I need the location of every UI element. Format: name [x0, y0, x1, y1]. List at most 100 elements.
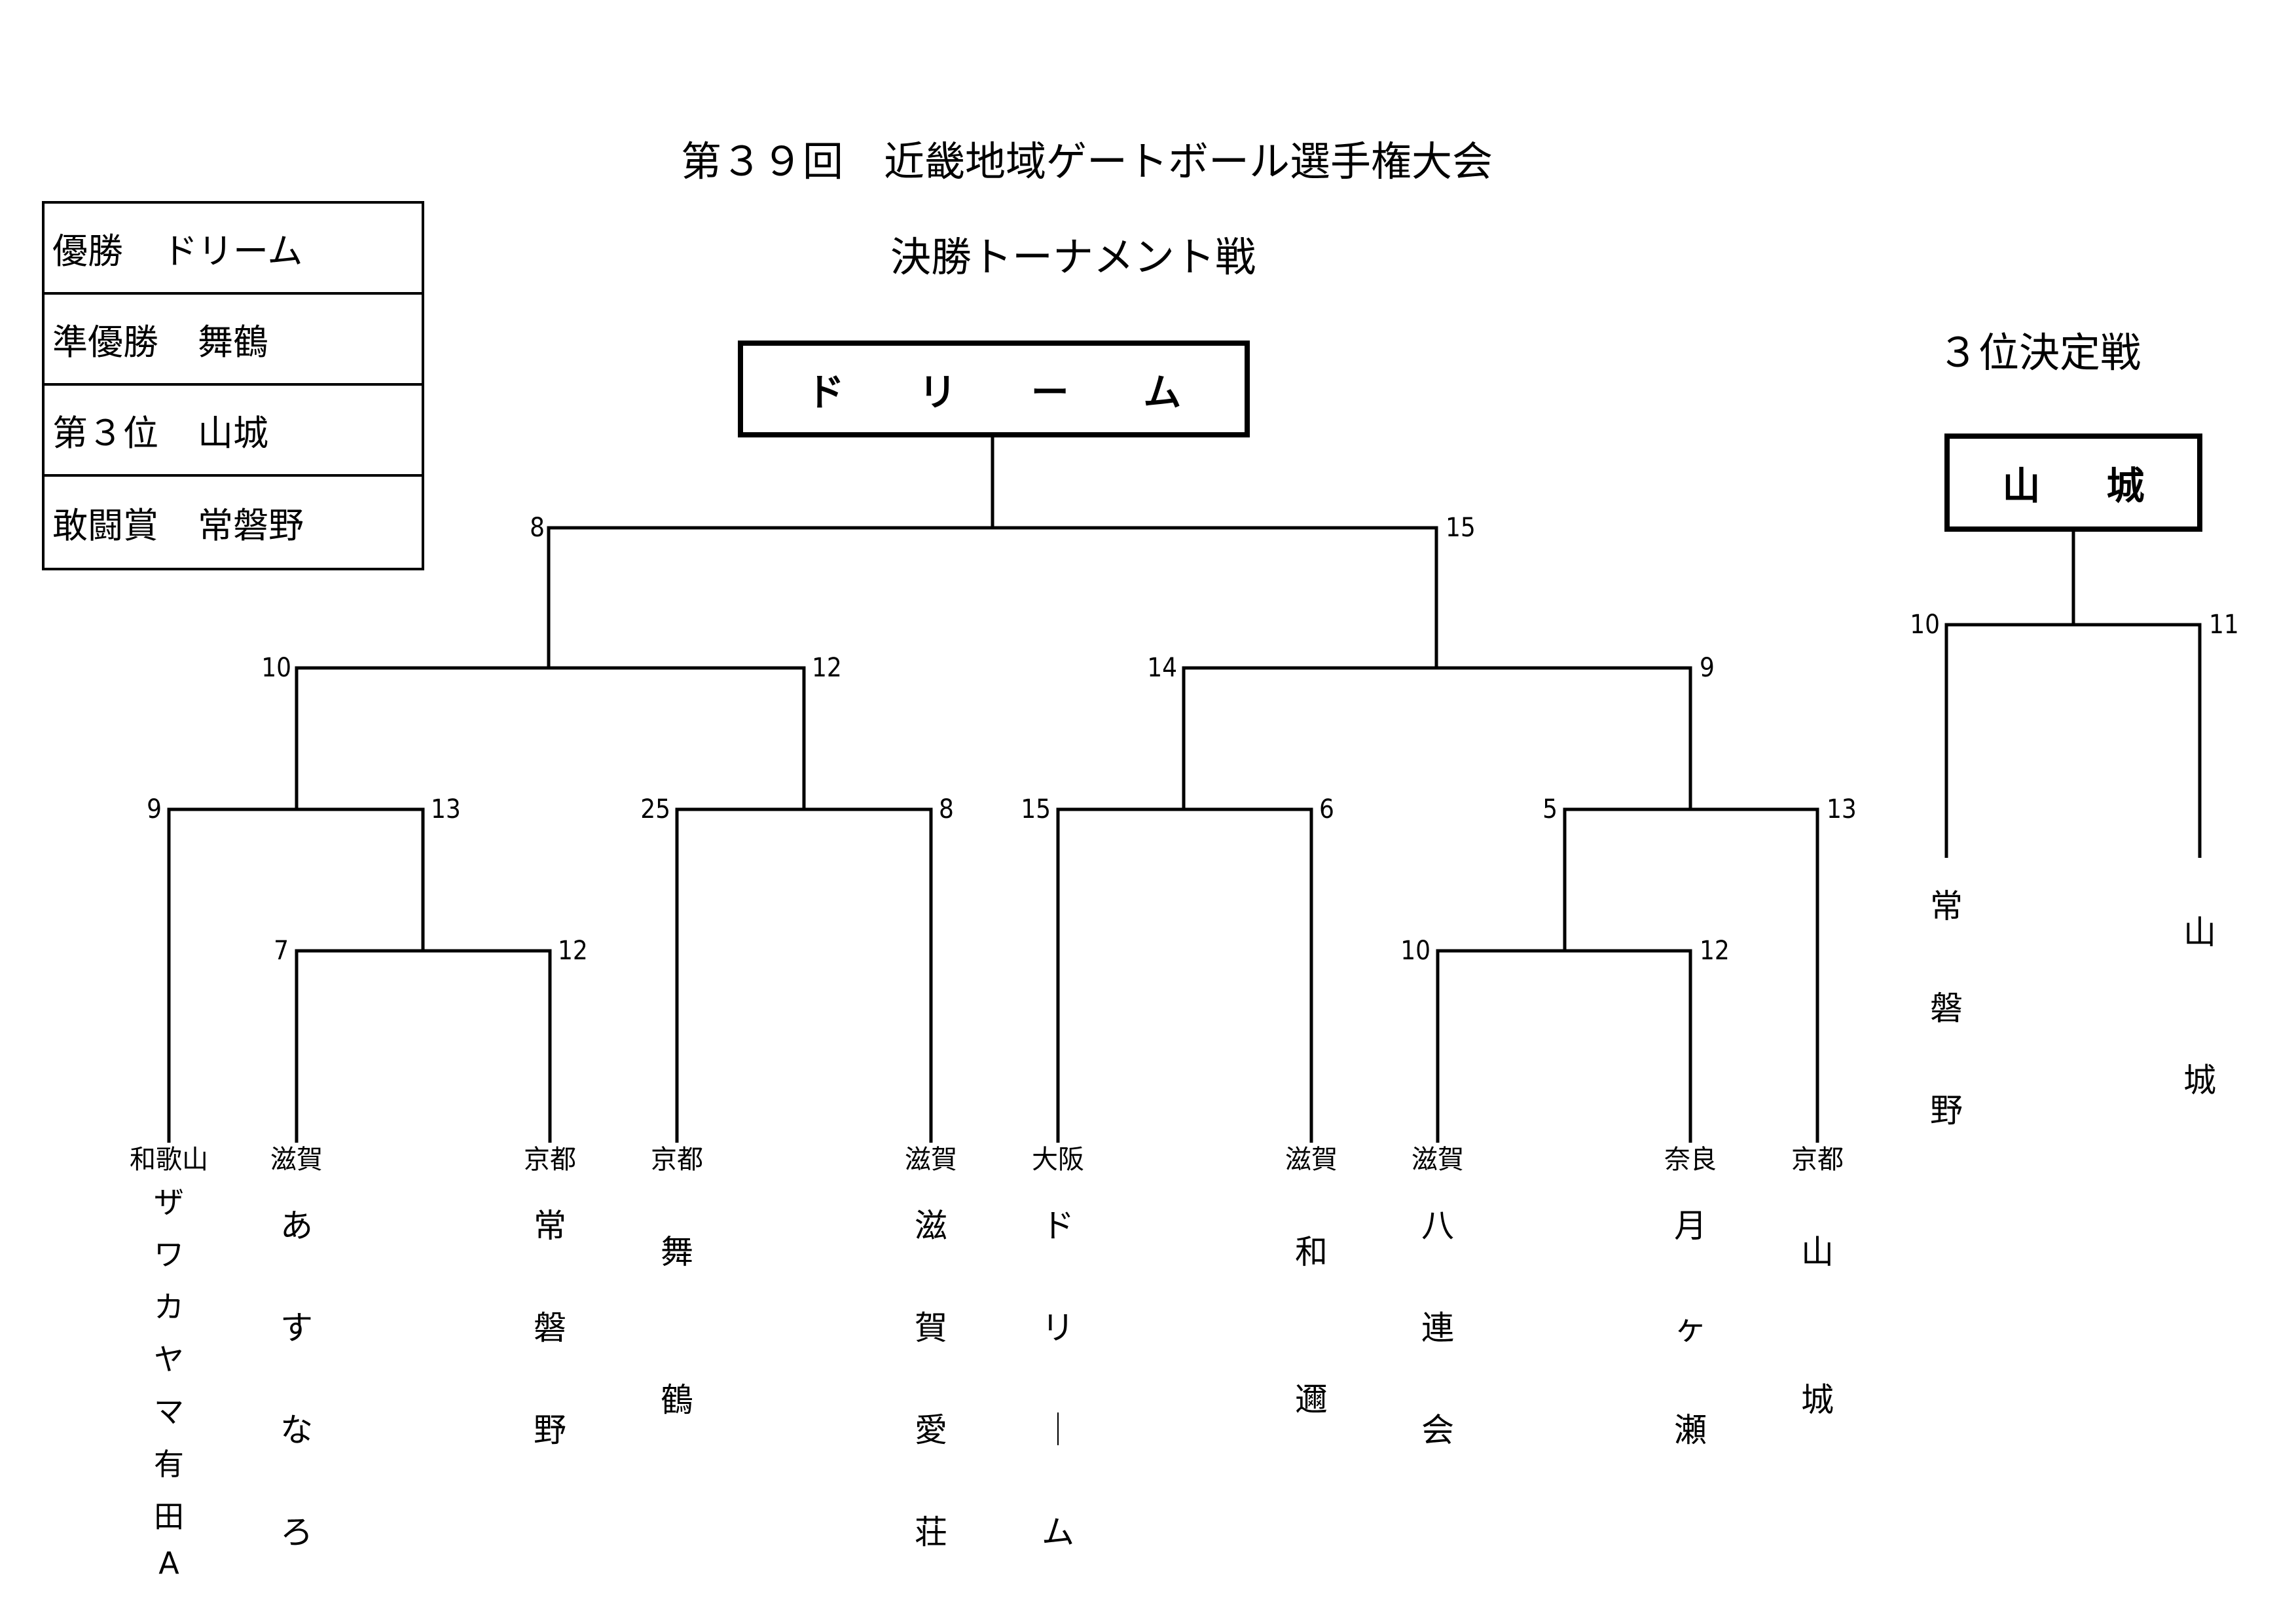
score-qf3-left: 15: [1021, 794, 1051, 824]
team-char: ム: [1042, 1513, 1074, 1551]
result-team: 山城: [198, 413, 268, 454]
tournament-title: 第３９回 近畿地域ゲートボール選手権大会: [681, 138, 1493, 185]
team-char: 田: [154, 1499, 184, 1534]
team-name: 月 ヶ 瀬: [1674, 1200, 1707, 1451]
team-name: 滋 賀 愛 荘: [915, 1200, 947, 1553]
champion-char: ム: [1143, 370, 1182, 415]
r1-right-bracket: [1436, 949, 1692, 1143]
team-char: 山: [1801, 1233, 1834, 1271]
team-char: 月: [1674, 1207, 1707, 1245]
team-char: 磐: [534, 1309, 566, 1347]
team-char: ド: [1042, 1207, 1074, 1245]
score-qf2-left: 25: [640, 794, 670, 824]
team-char: 城: [1801, 1381, 1834, 1419]
champion-char: リ: [919, 370, 957, 415]
qf1-bracket: [167, 807, 425, 1143]
team-char: カ: [154, 1289, 184, 1325]
team-name: 八 連 会: [1421, 1200, 1454, 1451]
team-name: 舞 鶴: [661, 1226, 693, 1421]
third-place-winner-box: 山 城: [1944, 434, 2202, 532]
score-sf2-left: 14: [1147, 653, 1177, 683]
score-qf4-left: 5: [1542, 794, 1558, 824]
team-char: あ: [280, 1207, 313, 1245]
result-team: 舞鶴: [198, 322, 268, 363]
team-char: す: [280, 1309, 313, 1347]
result-row-champion: 優勝 ドリーム: [45, 204, 422, 295]
third-place-team-left: 常 磐 野: [1930, 880, 1963, 1132]
team-prefecture: 京都: [524, 1145, 576, 1175]
team-char: 鶴: [661, 1381, 693, 1419]
score-qf3-right: 6: [1319, 794, 1334, 824]
team-prefecture: 滋賀: [270, 1145, 323, 1175]
qf3-bracket: [1056, 807, 1313, 1143]
score-r1-right-left: 10: [1400, 936, 1430, 966]
result-row-fighting-spirit: 敢闘賞 常磐野: [45, 477, 422, 568]
team-prefecture: 京都: [1791, 1145, 1844, 1175]
score-r1-left-right: 12: [558, 936, 588, 966]
bracket-subtitle: 決勝トーナメント戦: [890, 233, 1256, 281]
team-name: 常 磐 野: [534, 1200, 566, 1451]
team-char: ザ: [154, 1185, 184, 1220]
team-char: な: [280, 1411, 313, 1449]
team-char: ワ: [154, 1237, 184, 1272]
team-prefecture: 滋賀: [905, 1145, 957, 1175]
team-char: 和: [1295, 1233, 1328, 1271]
team-char: 城: [2183, 1061, 2216, 1099]
score-qf1-right: 13: [431, 794, 461, 824]
score-sf1-right: 12: [812, 653, 842, 683]
team-name: ド リ ｜ ム: [1042, 1200, 1074, 1553]
qf4-bracket: [1563, 807, 1819, 1143]
third-winner-char: 城: [2106, 464, 2145, 508]
sf2-bracket: [1182, 666, 1692, 809]
third-place-bracket: [1944, 623, 2202, 858]
score-qf2-right: 8: [939, 794, 954, 824]
team-prefecture: 大阪: [1032, 1145, 1084, 1175]
score-third-left: 10: [1910, 610, 1940, 640]
third-winner-char: 山: [2002, 464, 2041, 508]
team-prefecture: 和歌山: [130, 1145, 208, 1175]
team-char: 山: [2183, 913, 2216, 951]
team-name: 和 邇: [1295, 1226, 1328, 1421]
team-char: ヤ: [154, 1342, 184, 1377]
team-prefecture: 奈良: [1664, 1145, 1717, 1175]
team-char: リ: [1042, 1309, 1074, 1347]
team-char: 連: [1421, 1309, 1454, 1347]
team-char: 舞: [661, 1233, 693, 1271]
champion-box: ド リ ー ム: [738, 341, 1250, 437]
qf2-bracket: [675, 807, 933, 1143]
team-name: 山 城: [1801, 1226, 1834, 1421]
sf1-bracket: [295, 666, 806, 809]
result-row-runner-up: 準優勝 舞鶴: [45, 295, 422, 386]
team-name: あ す な ろ: [280, 1200, 313, 1553]
team-prefecture: 滋賀: [1412, 1145, 1464, 1175]
team-char: 荘: [915, 1513, 947, 1551]
team-char: A: [158, 1545, 179, 1581]
team-char: 愛: [915, 1411, 947, 1449]
result-label: 準優勝: [52, 322, 158, 363]
team-char: 野: [534, 1411, 566, 1449]
score-qf1-left: 9: [147, 794, 162, 824]
score-qf4-right: 13: [1827, 794, 1857, 824]
champion-char: ー: [1030, 370, 1069, 415]
result-row-third: 第３位 山城: [45, 386, 422, 477]
champion-char: ド: [806, 370, 845, 415]
team-char: ｜: [1042, 1411, 1074, 1449]
team-char: 磐: [1930, 989, 1963, 1027]
result-team: ドリーム: [162, 231, 303, 272]
results-table: 優勝 ドリーム 準優勝 舞鶴 第３位 山城 敢闘賞 常磐野: [42, 201, 424, 570]
team-char: 常: [1930, 887, 1963, 925]
team-char: 野: [1930, 1092, 1963, 1130]
result-label: 第３位: [52, 413, 158, 454]
team-char: 瀬: [1674, 1411, 1707, 1449]
team-char: ヶ: [1674, 1309, 1707, 1347]
team-char: マ: [154, 1394, 184, 1430]
result-label: 優勝: [52, 231, 123, 272]
team-char: 常: [534, 1207, 566, 1245]
result-label: 敢闘賞: [52, 505, 158, 546]
team-char: 会: [1421, 1411, 1454, 1449]
team-prefecture: 滋賀: [1285, 1145, 1338, 1175]
team-char: 有: [154, 1447, 184, 1482]
r1-left-bracket: [295, 949, 552, 1143]
result-team: 常磐野: [198, 505, 304, 546]
